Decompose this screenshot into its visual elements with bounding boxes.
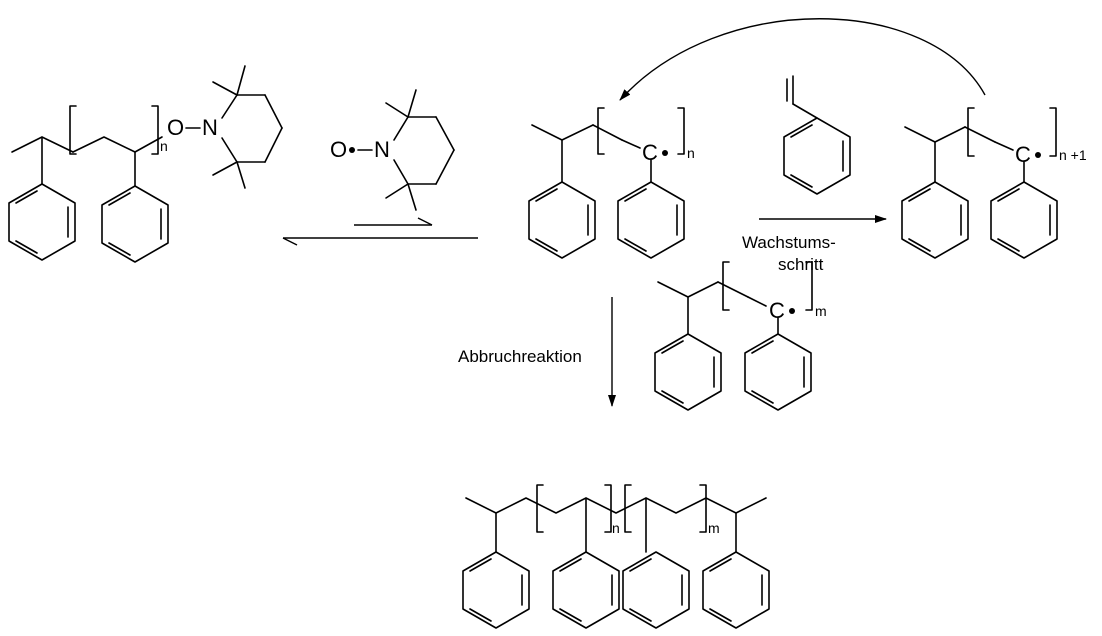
phenyl-ring: [462, 551, 530, 629]
phenyl-ring: [552, 551, 620, 629]
repeat-bracket-left: [624, 484, 632, 533]
index-n-plus-1-label: n +1: [1059, 147, 1087, 163]
repeat-bracket-right: [151, 105, 159, 155]
index-m-label: m: [815, 303, 827, 319]
carbon-radical-label: C: [1015, 142, 1031, 167]
index-n-label: n: [160, 138, 168, 154]
phenyl-ring: [654, 333, 722, 411]
growth-step-arrow: Wachstums- schritt: [742, 215, 887, 274]
nitrogen-atom-label: N: [374, 137, 390, 162]
recycle-arrow: [619, 18, 986, 101]
phenyl-ring: [783, 117, 851, 195]
carbon-radical-label: C: [769, 298, 785, 323]
index-n-label: n: [612, 520, 620, 536]
styrene-molecule: [783, 75, 851, 195]
repeat-bracket-right: [604, 484, 612, 533]
second-radical-chain-molecule: C m: [654, 261, 827, 411]
equilibrium-arrows: [282, 217, 478, 246]
repeat-bracket-right: [677, 107, 685, 155]
growth-step-label: Wachstums-: [742, 233, 836, 252]
tempo-radical-molecule: O N: [330, 89, 455, 211]
phenyl-ring: [901, 181, 969, 259]
oxygen-atom-label: O: [167, 115, 184, 140]
repeat-bracket-left: [597, 107, 605, 155]
nitrogen-atom-label: N: [202, 115, 218, 140]
coupled-polymer-molecule: n m: [462, 484, 770, 629]
phenyl-ring: [101, 185, 169, 263]
termination-label: Abbruchreaktion: [458, 347, 582, 366]
phenyl-ring: [990, 181, 1058, 259]
phenyl-ring: [702, 551, 770, 629]
radical-dot: [662, 150, 668, 156]
repeat-bracket-right: [1049, 107, 1057, 157]
radical-dot: [349, 147, 355, 153]
repeat-bracket-right: [805, 261, 813, 311]
radical-dot: [1035, 152, 1041, 158]
phenyl-ring: [617, 181, 685, 259]
repeat-bracket-left: [967, 107, 975, 157]
repeat-bracket-right: [699, 484, 707, 533]
repeat-bracket-left: [536, 484, 544, 533]
index-n-label: n: [687, 145, 695, 161]
oxygen-atom-label: O: [330, 137, 347, 162]
index-m-label: m: [708, 520, 720, 536]
active-radical-chain-molecule: C n: [528, 107, 695, 259]
radical-dot: [789, 308, 795, 314]
grown-radical-chain-molecule: C n +1: [901, 107, 1087, 259]
phenyl-ring: [8, 183, 76, 261]
phenyl-ring: [528, 181, 596, 259]
growth-step-label: schritt: [778, 255, 824, 274]
dormant-chain-molecule: n O N: [8, 65, 283, 263]
phenyl-ring: [622, 551, 690, 629]
termination-arrow: Abbruchreaktion: [458, 297, 616, 407]
repeat-bracket-left: [722, 261, 730, 311]
repeat-bracket-left: [69, 105, 77, 155]
carbon-radical-label: C: [642, 140, 658, 165]
phenyl-ring: [744, 333, 812, 411]
